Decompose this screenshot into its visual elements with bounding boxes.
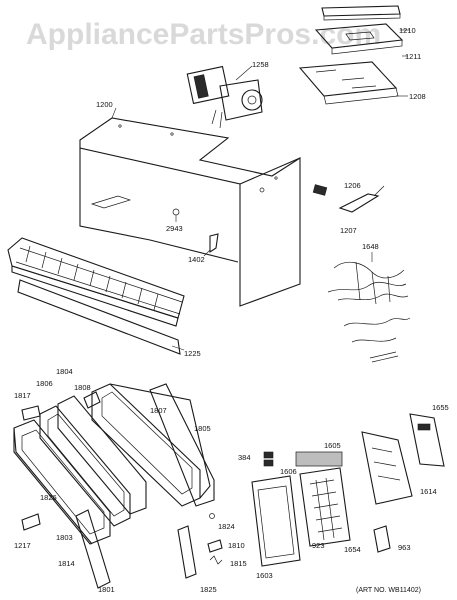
part-1200-chassis	[79, 117, 301, 307]
label-1402: 1402	[188, 255, 205, 264]
part-1803-door-handle	[75, 509, 111, 589]
leader-1402	[203, 249, 211, 257]
part-1258-fan-motor	[186, 65, 263, 129]
label-1207: 1207	[340, 226, 357, 235]
part-1605-nameplate	[295, 451, 343, 467]
label-2943: 2943	[166, 224, 183, 233]
part-1825-latch-plate	[177, 525, 197, 579]
label-1211: 1211	[405, 52, 421, 61]
label-1603: 1603	[256, 571, 273, 580]
label-1654: 1654	[344, 545, 361, 554]
label-963: 963	[398, 543, 411, 552]
part-1206-thermostat	[312, 184, 328, 196]
label-1801: 1801	[98, 585, 115, 594]
label-1806: 1806	[36, 379, 53, 388]
part-384-buttons	[263, 451, 274, 467]
part-1824-screw	[209, 513, 215, 519]
label-1225: 1225	[184, 349, 201, 358]
label-1808: 1808	[74, 383, 91, 392]
part-1826-outer-frame	[13, 419, 111, 545]
label-1825: 1825	[200, 585, 217, 594]
part-1805-door-panel	[149, 383, 215, 507]
label-1210: 1210	[399, 26, 416, 35]
label-1815: 1815	[230, 559, 247, 568]
part-1807-inner-door	[91, 383, 211, 507]
label-1804: 1804	[56, 367, 73, 376]
label-1606: 1606	[280, 467, 297, 476]
part-1211-bracket	[314, 23, 404, 55]
art-number: (ART NO. WB11402)	[356, 587, 421, 594]
label-1824: 1824	[218, 522, 235, 531]
label-1614: 1614	[420, 487, 437, 496]
label-1805: 1805	[194, 424, 211, 433]
label-1258: 1258	[252, 60, 269, 69]
part-1808-choke	[83, 391, 101, 409]
part-1208-plate	[298, 61, 399, 105]
leader-1225	[171, 345, 185, 351]
door-glass-panels	[39, 395, 147, 527]
label-1826: 1826	[40, 493, 57, 502]
label-1810: 1810	[228, 541, 245, 550]
label-923: 923	[312, 541, 325, 550]
part-1815-spring	[209, 555, 223, 565]
label-1814: 1814	[58, 559, 75, 568]
part-1655-display-board	[409, 413, 445, 467]
part-1217-lower-hinge	[21, 513, 41, 531]
label-1200: 1200	[96, 100, 113, 109]
part-1817-hinge	[21, 405, 41, 421]
label-1817: 1817	[14, 391, 31, 400]
part-1225-vent-grille	[7, 237, 185, 355]
label-384: 384	[238, 453, 251, 462]
label-1206: 1206	[344, 181, 361, 190]
label-1648: 1648	[362, 242, 379, 251]
part-1210-cover	[321, 5, 401, 21]
part-1614-control-board	[361, 431, 413, 505]
watermark-text: AppliancePartsPros.com	[26, 18, 381, 51]
label-1208: 1208	[409, 92, 426, 101]
part-1810-lever	[207, 539, 223, 553]
label-1217: 1217	[14, 541, 31, 550]
label-1655: 1655	[432, 403, 449, 412]
part-1402-clip	[209, 233, 219, 254]
part-2943-screw	[172, 208, 180, 222]
leader-1258	[235, 65, 253, 81]
part-963-bracket	[373, 525, 391, 553]
leader-1200	[111, 107, 117, 119]
label-1605: 1605	[324, 441, 341, 450]
part-1207-sensor	[338, 185, 385, 213]
label-1803: 1803	[56, 533, 73, 542]
part-1603-panel-frame	[251, 475, 301, 567]
part-1606-keypad	[299, 467, 351, 547]
part-1648-wire-harness	[327, 261, 411, 363]
